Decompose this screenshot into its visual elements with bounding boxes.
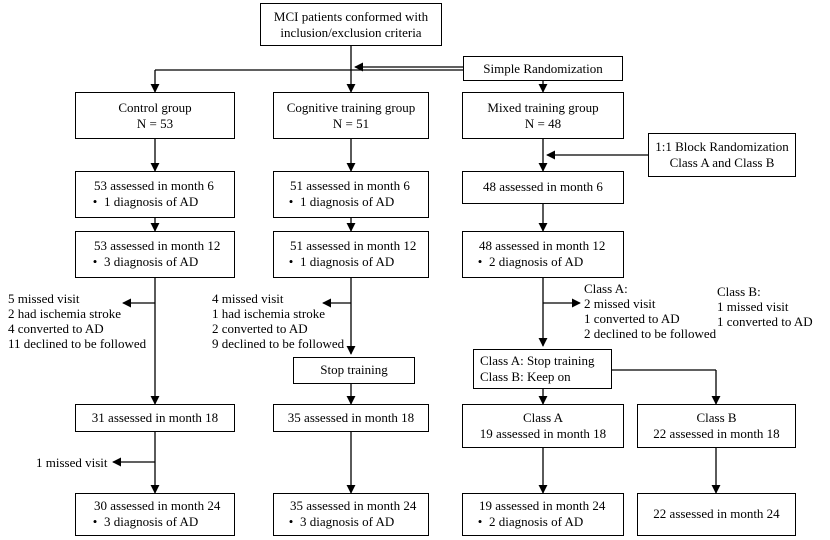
class-b-m18-line-1: Class B <box>696 410 737 425</box>
mixed-group-title: Mixed training group <box>487 100 599 115</box>
start-line-2: inclusion/exclusion criteria <box>280 25 422 40</box>
class-a-m24-box: 19 assessed in month 24 2 diagnosis of A… <box>462 493 624 536</box>
control-dropout-note: 5 missed visit 2 had ischemia stroke 4 c… <box>8 291 146 351</box>
cognitive-m24-box: 35 assessed in month 24 3 diagnosis of A… <box>273 493 429 536</box>
class-a-m18-line-2: 19 assessed in month 18 <box>479 426 607 441</box>
class-b-m18-line-2: 22 assessed in month 18 <box>653 426 780 441</box>
cognitive-m12-bullet: 1 diagnosis of AD <box>284 254 428 270</box>
cognitive-m12-title: 51 assessed in month 12 <box>290 238 417 253</box>
cognitive-dropout-line: 4 missed visit <box>212 291 284 306</box>
cognitive-m24-title: 35 assessed in month 24 <box>290 498 417 513</box>
class-a-dropout-note: Class A: 2 missed visit 1 converted to A… <box>584 281 716 341</box>
cognitive-m6-bullet: 1 diagnosis of AD <box>284 194 428 210</box>
control-m6-title: 53 assessed in month 6 <box>94 178 214 193</box>
class-a-m18-box: Class A 19 assessed in month 18 <box>462 404 624 448</box>
block-randomization-line-2: Class A and Class B <box>669 155 775 170</box>
class-b-m24-box: 22 assessed in month 24 <box>637 493 796 536</box>
class-a-dropout-line: 2 declined to be followed <box>584 326 717 341</box>
class-split-box: Class A: Stop training Class B: Keep on <box>473 349 612 389</box>
stop-training-label: Stop training <box>320 362 388 377</box>
class-a-dropout-line: Class A: <box>584 281 628 296</box>
control-dropout-line: 11 declined to be followed <box>8 336 147 351</box>
simple-randomization-label: Simple Randomization <box>483 61 603 76</box>
mixed-m12-bullet: 2 diagnosis of AD <box>473 254 623 270</box>
control-m18-title: 31 assessed in month 18 <box>91 410 219 425</box>
control-group-n: N = 53 <box>136 116 174 131</box>
cognitive-m24-bullet: 3 diagnosis of AD <box>284 514 428 530</box>
class-b-dropout-line: 1 missed visit <box>717 299 789 314</box>
simple-randomization-box: Simple Randomization <box>463 56 623 81</box>
class-a-m24-title: 19 assessed in month 24 <box>479 498 606 513</box>
cognitive-m6-box: 51 assessed in month 6 1 diagnosis of AD <box>273 171 429 218</box>
control-m12-title: 53 assessed in month 12 <box>94 238 221 253</box>
mixed-m12-box: 48 assessed in month 12 2 diagnosis of A… <box>462 231 624 278</box>
control-dropout-line: 4 converted to AD <box>8 321 104 336</box>
control-group-box: Control group N = 53 <box>75 92 235 139</box>
class-b-m24-title: 22 assessed in month 24 <box>653 506 780 521</box>
control-m18-box: 31 assessed in month 18 <box>75 404 235 432</box>
mixed-m6-box: 48 assessed in month 6 <box>462 171 624 204</box>
cognitive-m18-box: 35 assessed in month 18 <box>273 404 429 432</box>
class-split-line-2: Class B: Keep on <box>480 369 571 384</box>
cognitive-dropout-line: 1 had ischemia stroke <box>212 306 325 321</box>
control-dropout2-line: 1 missed visit <box>36 455 108 470</box>
class-a-dropout-line: 2 missed visit <box>584 296 656 311</box>
stop-training-box: Stop training <box>293 357 415 384</box>
class-b-m18-box: Class B 22 assessed in month 18 <box>637 404 796 448</box>
control-m24-bullet: 3 diagnosis of AD <box>88 514 234 530</box>
cognitive-m12-box: 51 assessed in month 12 1 diagnosis of A… <box>273 231 429 278</box>
control-group-title: Control group <box>118 100 192 115</box>
class-b-dropout-line: Class B: <box>717 284 761 299</box>
control-m12-box: 53 assessed in month 12 3 diagnosis of A… <box>75 231 235 278</box>
block-randomization-box: 1:1 Block Randomization Class A and Clas… <box>648 133 796 177</box>
class-a-m18-line-1: Class A <box>522 410 564 425</box>
cognitive-group-box: Cognitive training group N = 51 <box>273 92 429 139</box>
cognitive-group-title: Cognitive training group <box>286 100 416 115</box>
control-m24-title: 30 assessed in month 24 <box>94 498 221 513</box>
control-m6-box: 53 assessed in month 6 1 diagnosis of AD <box>75 171 235 218</box>
cognitive-dropout-note: 4 missed visit 1 had ischemia stroke 2 c… <box>212 291 344 351</box>
control-dropout2-note: 1 missed visit <box>36 455 108 470</box>
start-box: MCI patients conformed with inclusion/ex… <box>260 3 442 46</box>
class-a-dropout-line: 1 converted to AD <box>584 311 680 326</box>
control-dropout-line: 2 had ischemia stroke <box>8 306 121 321</box>
mixed-group-box: Mixed training group N = 48 <box>462 92 624 139</box>
control-m24-box: 30 assessed in month 24 3 diagnosis of A… <box>75 493 235 536</box>
class-split-line-1: Class A: Stop training <box>480 353 595 368</box>
mixed-m12-title: 48 assessed in month 12 <box>479 238 606 253</box>
control-m6-bullet: 1 diagnosis of AD <box>88 194 234 210</box>
cognitive-m18-title: 35 assessed in month 18 <box>287 410 415 425</box>
start-line-1: MCI patients conformed with <box>273 9 429 24</box>
cognitive-dropout-line: 2 converted to AD <box>212 321 308 336</box>
control-m12-bullet: 3 diagnosis of AD <box>88 254 234 270</box>
cognitive-m6-title: 51 assessed in month 6 <box>290 178 410 193</box>
class-b-dropout-line: 1 converted to AD <box>717 314 813 329</box>
class-a-m24-bullet: 2 diagnosis of AD <box>473 514 623 530</box>
cognitive-dropout-line: 9 declined to be followed <box>212 336 345 351</box>
mixed-m6-title: 48 assessed in month 6 <box>483 179 603 194</box>
cognitive-group-n: N = 51 <box>332 116 370 131</box>
control-dropout-line: 5 missed visit <box>8 291 80 306</box>
block-randomization-line-1: 1:1 Block Randomization <box>655 139 789 154</box>
class-b-dropout-note: Class B: 1 missed visit 1 converted to A… <box>717 284 813 329</box>
mixed-group-n: N = 48 <box>524 116 562 131</box>
